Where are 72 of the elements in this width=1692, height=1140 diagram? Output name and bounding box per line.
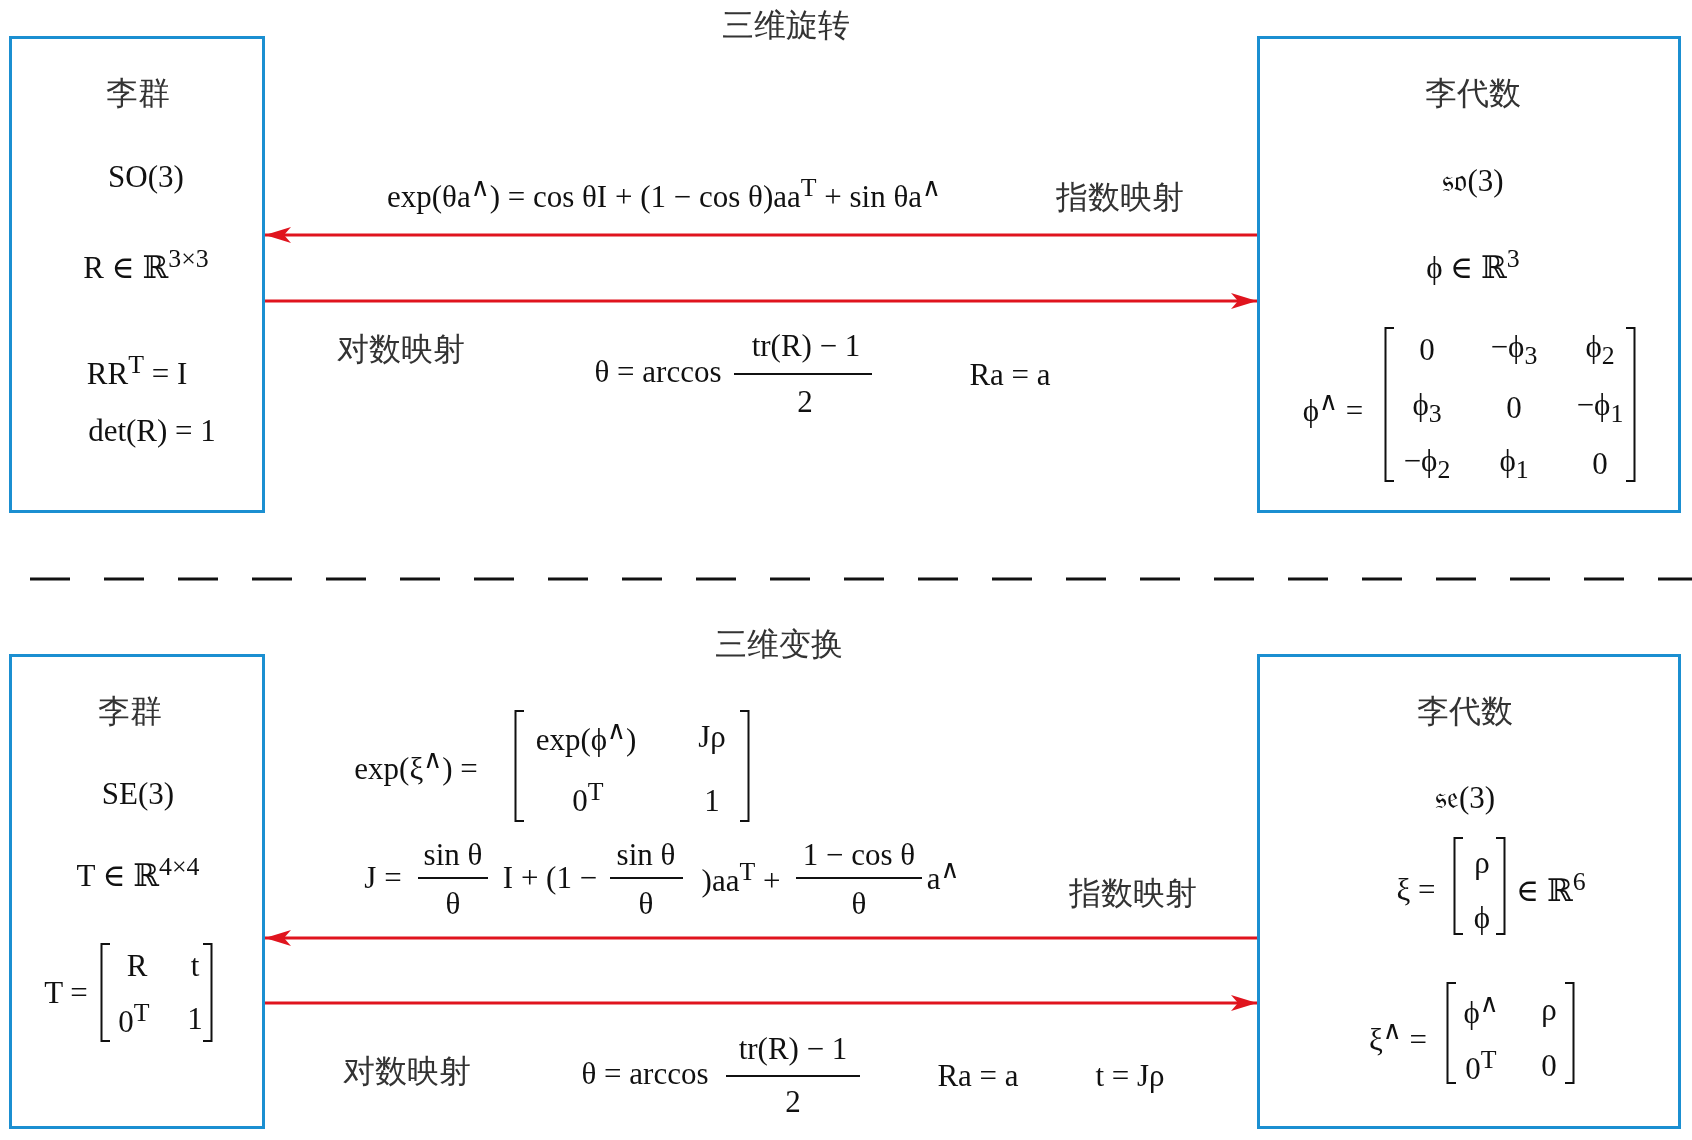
matrix-entry: 1: [187, 1001, 203, 1037]
matrix-entry: 0$^{T}$: [1465, 1045, 1497, 1087]
matrix-entry: ρ: [1541, 992, 1557, 1028]
matrix-entry: 0: [1506, 390, 1522, 426]
formula: T ∈ ℝ$^{4×4}$: [76, 852, 200, 894]
formula: I + (1 −: [502, 860, 598, 896]
matrix-entry: 0$^{T}$: [118, 998, 150, 1040]
arrow: [265, 995, 1257, 1011]
formula: θ: [445, 886, 461, 922]
formula: 𝔰𝔢(3): [1434, 780, 1496, 816]
formula: θ: [851, 886, 867, 922]
matrix-entry: 0: [1541, 1048, 1557, 1084]
panel-box: [9, 654, 265, 1129]
arrow: [265, 293, 1257, 309]
formula: ∈ ℝ$^{6}$: [1516, 867, 1586, 909]
formula: ξ =: [1396, 872, 1436, 908]
formula: a$^{∧}$: [926, 855, 960, 897]
matrix-entry: R: [126, 948, 148, 984]
panel-heading: 李群: [106, 74, 170, 112]
formula: 𝔰𝔬(3): [1442, 163, 1504, 199]
formula: θ = arccos: [594, 354, 722, 390]
formula: 1 − cos θ: [802, 837, 916, 873]
section-title: 三维变换: [715, 625, 843, 663]
formula: 2: [785, 1084, 801, 1120]
formula: tr(R) − 1: [751, 328, 861, 364]
matrix-entry: ρ: [1474, 845, 1490, 881]
formula: tr(R) − 1: [738, 1031, 848, 1067]
formula: θ: [638, 886, 654, 922]
formula: t = Jρ: [1095, 1058, 1165, 1094]
matrix-entry: 1: [704, 783, 720, 819]
panel-heading: 李代数: [1425, 74, 1521, 112]
matrix-entry: 0$^{T}$: [572, 777, 604, 819]
formula: sin θ: [616, 837, 676, 873]
matrix-entry: ϕ$_{2}$: [1585, 329, 1615, 371]
section-title: 三维旋转: [722, 6, 850, 44]
formula: T =: [44, 975, 88, 1011]
formula: J =: [364, 860, 402, 896]
matrix-entry: 0: [1592, 446, 1608, 482]
formula: SE(3): [101, 776, 175, 812]
formula: θ = arccos: [581, 1056, 709, 1092]
matrix-entry: ϕ$_{1}$: [1499, 443, 1529, 485]
formula: exp(θa$^{∧}$) = cos θI + (1 − cos θ)aa$^{T}$ + sin θa$^{∧}$: [387, 173, 941, 215]
matrix-entry: ϕ: [1473, 900, 1491, 936]
formula: ϕ ∈ ℝ$^{3}$: [1426, 244, 1520, 286]
formula: ϕ$^{∧}$ =: [1302, 387, 1364, 429]
matrix-entry: ϕ$_{3}$: [1412, 387, 1442, 429]
panel-box: [1257, 36, 1681, 513]
formula: Ra = a: [969, 357, 1051, 393]
matrix-entry: Jρ: [698, 719, 726, 755]
matrix-entry: −ϕ$_{3}$: [1490, 329, 1538, 371]
panel-box: [9, 36, 265, 513]
matrix-entry: exp(ϕ$^{∧}$): [535, 716, 637, 758]
matrix-entry: t: [190, 948, 200, 984]
arrow: [265, 930, 1257, 946]
formula: exp(ξ$^{∧}$) =: [354, 745, 478, 787]
matrix-entry: −ϕ$_{2}$: [1403, 443, 1451, 485]
formula: Ra = a: [937, 1058, 1019, 1094]
formula: 2: [797, 384, 813, 420]
formula: )aa$^{T}$ +: [701, 857, 781, 899]
formula: det(R) = 1: [88, 413, 216, 449]
arrow: [265, 227, 1257, 243]
panel-heading: 李群: [98, 692, 162, 730]
panel-box: [1257, 654, 1681, 1129]
matrix-entry: ϕ$^{∧}$: [1463, 989, 1499, 1031]
formula: SO(3): [108, 159, 184, 195]
matrix-entry: −ϕ$_{1}$: [1576, 387, 1624, 429]
matrix-entry: 0: [1419, 332, 1435, 368]
formula: R ∈ ℝ$^{3×3}$: [83, 244, 209, 286]
formula: RR$^{T}$ = I: [86, 350, 188, 392]
panel-heading: 李代数: [1417, 692, 1513, 730]
formula: ξ$^{∧}$ =: [1369, 1016, 1427, 1058]
formula: sin θ: [423, 837, 483, 873]
